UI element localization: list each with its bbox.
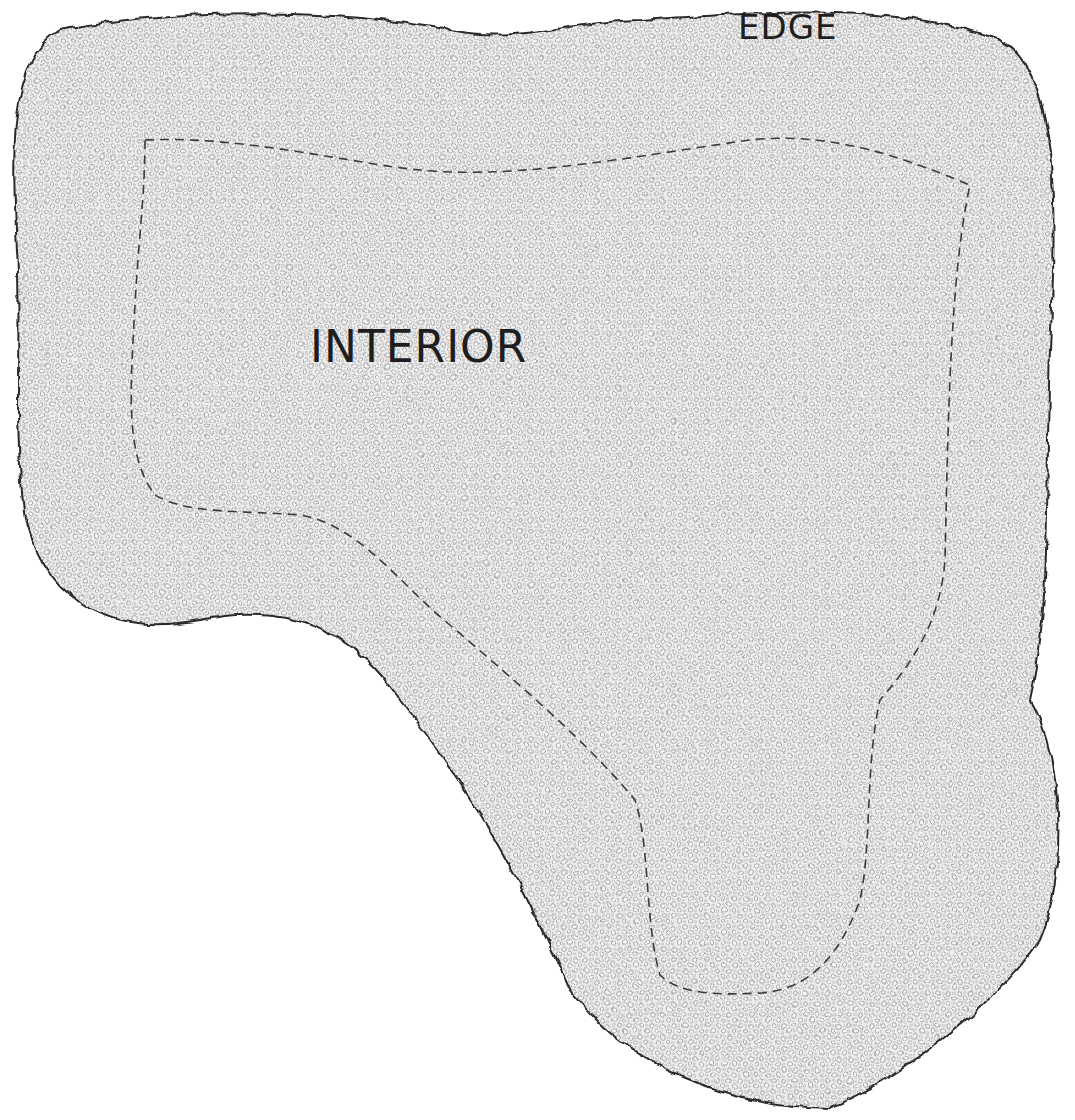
interior-region-outline [120,125,980,1005]
outline-path [131,138,970,994]
region-label: INTERIOR [310,325,527,369]
outline-path [14,13,1058,1108]
interior-region: INTERIOR [120,125,980,1005]
region-label: EDGE [738,10,838,44]
